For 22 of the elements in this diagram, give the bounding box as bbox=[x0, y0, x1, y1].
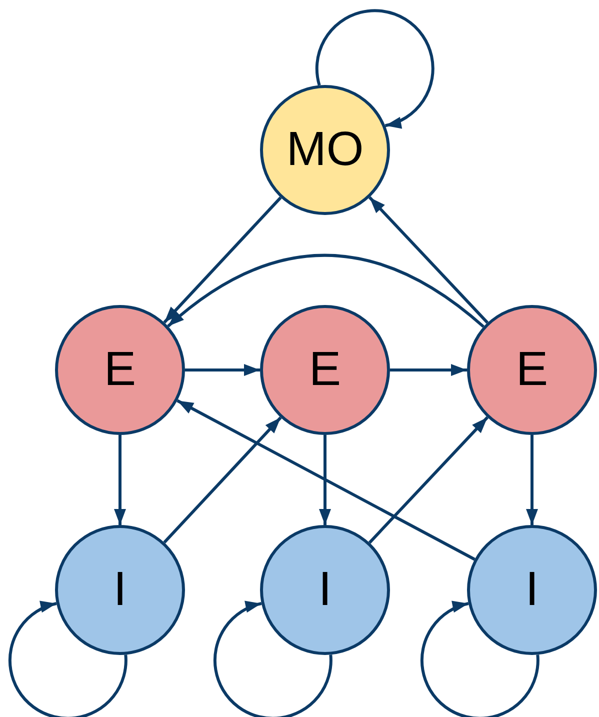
arrow bbox=[176, 399, 476, 561]
arrow bbox=[390, 364, 467, 376]
node-label: I bbox=[525, 566, 539, 614]
arrow bbox=[315, 9, 434, 128]
node-label: E bbox=[104, 346, 136, 394]
node-label: I bbox=[318, 566, 332, 614]
arrow bbox=[368, 196, 489, 324]
node-label: MO bbox=[286, 126, 364, 174]
arrow bbox=[167, 254, 484, 328]
arrow bbox=[185, 364, 260, 376]
arrow bbox=[8, 602, 128, 717]
arrow bbox=[368, 416, 489, 544]
arrow bbox=[163, 416, 282, 544]
node-label: I bbox=[113, 566, 127, 614]
arrow bbox=[420, 602, 540, 717]
arrow bbox=[114, 435, 126, 525]
arrow bbox=[526, 435, 538, 525]
node-label: E bbox=[516, 346, 548, 394]
node-label: E bbox=[308, 346, 341, 394]
arrow bbox=[163, 196, 282, 324]
arrow bbox=[213, 602, 332, 717]
arrow bbox=[319, 435, 331, 525]
